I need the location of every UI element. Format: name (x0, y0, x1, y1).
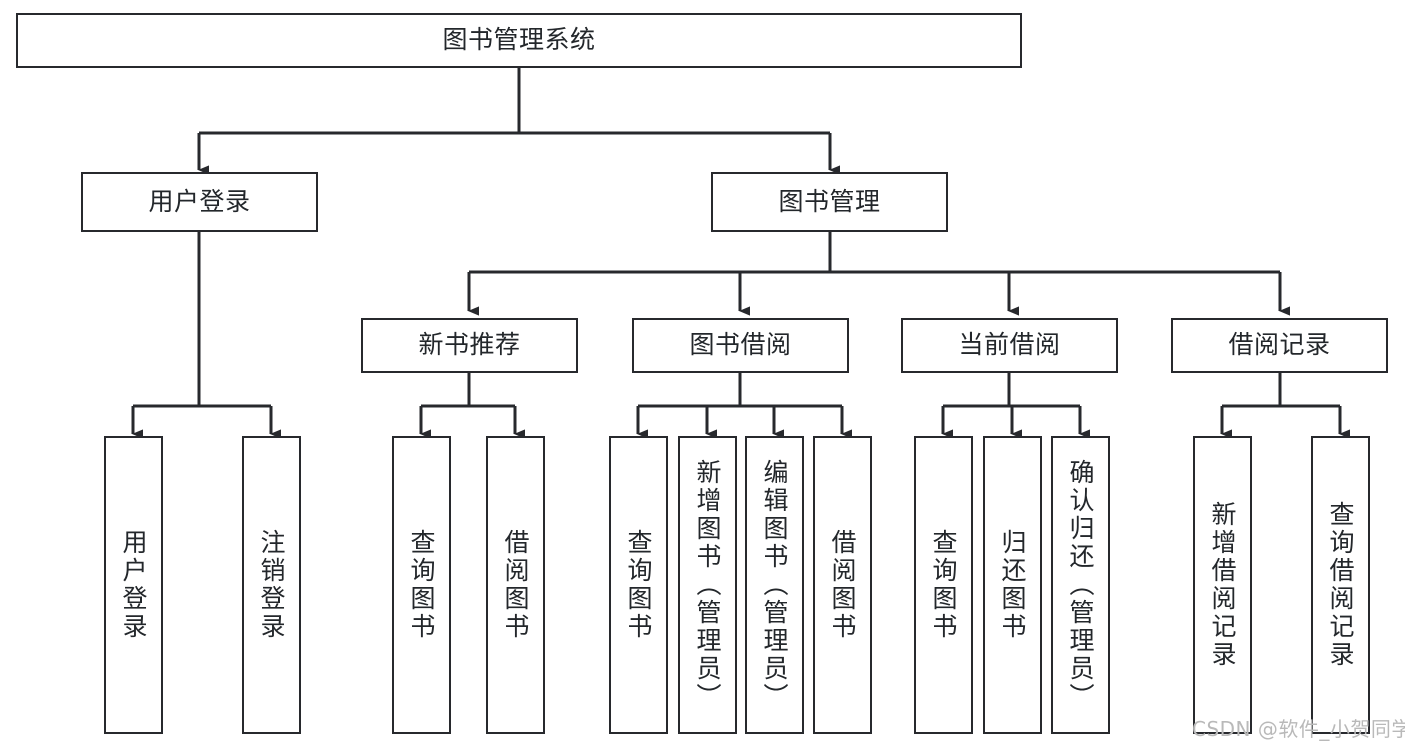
node-leaf-query-book-current[interactable]: 查询图书 (914, 436, 973, 734)
node-label: 用户登录 (119, 529, 148, 641)
node-label: 编辑图书（管理员） (760, 459, 789, 711)
node-leaf-add-book-admin[interactable]: 新增图书（管理员） (678, 436, 737, 734)
node-label: 新书推荐 (418, 330, 521, 360)
node-leaf-user-logout[interactable]: 注销登录 (242, 436, 301, 734)
node-leaf-user-login[interactable]: 用户登录 (104, 436, 163, 734)
node-leaf-edit-book-admin[interactable]: 编辑图书（管理员） (745, 436, 804, 734)
node-label: 确认归还（管理员） (1066, 459, 1095, 711)
node-leaf-query-borrow-record[interactable]: 查询借阅记录 (1311, 436, 1370, 734)
node-label: 图书管理系统 (442, 25, 596, 55)
node-new-book-recommend[interactable]: 新书推荐 (361, 318, 578, 373)
node-label: 查询借阅记录 (1326, 501, 1355, 669)
node-book-borrow[interactable]: 图书借阅 (632, 318, 849, 373)
node-label: 注销登录 (257, 529, 286, 641)
node-label: 当前借阅 (958, 330, 1061, 360)
node-leaf-borrow-book-borrow[interactable]: 借阅图书 (813, 436, 872, 734)
node-leaf-return-book[interactable]: 归还图书 (983, 436, 1042, 734)
node-leaf-confirm-return-admin[interactable]: 确认归还（管理员） (1051, 436, 1110, 734)
node-label: 借阅图书 (501, 529, 530, 641)
node-label: 图书管理 (778, 186, 881, 216)
node-leaf-add-borrow-record[interactable]: 新增借阅记录 (1193, 436, 1252, 734)
node-user-login[interactable]: 用户登录 (81, 172, 318, 232)
node-root-book-management-system[interactable]: 图书管理系统 (16, 13, 1022, 68)
node-label: 查询图书 (407, 529, 436, 641)
node-book-management[interactable]: 图书管理 (711, 172, 948, 232)
node-leaf-borrow-book-recommend[interactable]: 借阅图书 (486, 436, 545, 734)
node-label: 新增借阅记录 (1208, 501, 1237, 669)
node-label: 图书借阅 (689, 330, 792, 360)
node-current-borrow[interactable]: 当前借阅 (901, 318, 1118, 373)
node-label: 借阅记录 (1228, 330, 1331, 360)
watermark-text: CSDN @软件_小贺同学 (1192, 717, 1405, 741)
node-label: 查询图书 (929, 529, 958, 641)
node-leaf-query-book-borrow[interactable]: 查询图书 (609, 436, 668, 734)
node-label: 归还图书 (998, 529, 1027, 641)
node-label: 查询图书 (624, 529, 653, 641)
node-leaf-query-book-recommend[interactable]: 查询图书 (392, 436, 451, 734)
node-label: 新增图书（管理员） (693, 459, 722, 711)
node-borrow-record[interactable]: 借阅记录 (1171, 318, 1388, 373)
node-label: 借阅图书 (828, 529, 857, 641)
node-label: 用户登录 (148, 186, 251, 216)
